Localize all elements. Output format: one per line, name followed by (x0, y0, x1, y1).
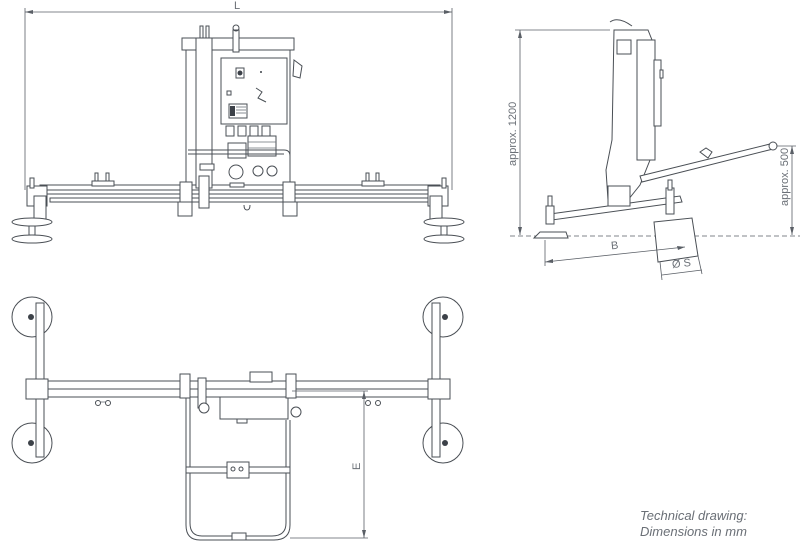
caption-line-2: Dimensions in mm (640, 524, 747, 539)
side-view (510, 19, 800, 281)
handle-height-500-label: approx. 500 (779, 147, 791, 206)
dimension-L-label: L (234, 0, 241, 12)
front-view (11, 8, 465, 244)
height-1200-label: approx. 1200 (507, 101, 519, 166)
dimension-S-label: Ø S (671, 257, 692, 271)
dimension-B-label: B (610, 239, 619, 253)
drawing-caption: Technical drawing: Dimensions in mm (640, 508, 747, 540)
top-view (11, 296, 464, 541)
caption-line-1: Technical drawing: (640, 508, 748, 523)
dimension-E-label: E (351, 462, 363, 470)
